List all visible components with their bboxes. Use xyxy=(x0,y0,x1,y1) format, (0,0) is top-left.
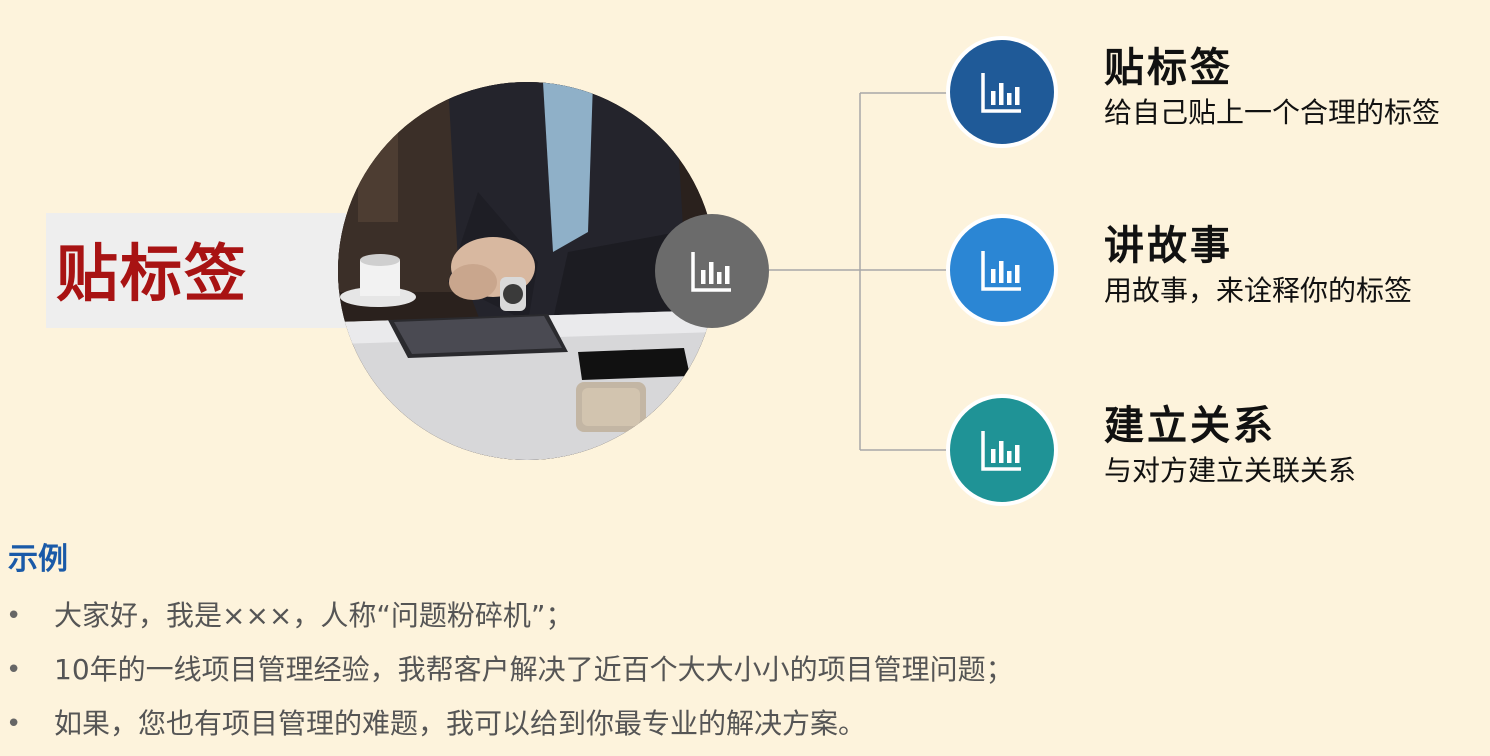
node-desc-2: 用故事，来诠释你的标签 xyxy=(1104,274,1413,307)
bullet-dot: • xyxy=(6,709,22,739)
bar-chart-icon xyxy=(981,431,1021,471)
node-circle-3 xyxy=(946,394,1058,506)
bar-chart-icon xyxy=(691,252,731,292)
list-item: • 大家好，我是×××，人称“问题粉碎机”； xyxy=(0,594,1490,648)
list-item-text: 如果，您也有项目管理的难题，我可以给到你最专业的解决方案。 xyxy=(54,707,867,740)
bar-chart-icon xyxy=(981,251,1021,291)
bullet-dot: • xyxy=(6,601,22,631)
main-label: 贴标签 xyxy=(56,237,249,310)
list-item-text: 大家好，我是×××，人称“问题粉碎机”； xyxy=(54,599,574,632)
node-circle-2 xyxy=(946,214,1058,326)
bar-chart-icon xyxy=(981,73,1021,113)
bullet-dot: • xyxy=(6,655,22,685)
node-title-2: 讲故事 xyxy=(1104,223,1233,269)
list-item: • 10年的一线项目管理经验，我帮客户解决了近百个大大小小的项目管理问题； xyxy=(0,648,1490,702)
list-item-text: 10年的一线项目管理经验，我帮客户解决了近百个大大小小的项目管理问题； xyxy=(54,653,1014,686)
node-title-1: 贴标签 xyxy=(1104,45,1233,91)
node-circle-1 xyxy=(946,36,1058,148)
hub-circle xyxy=(655,214,769,328)
business-photo xyxy=(338,82,716,460)
node-title-3: 建立关系 xyxy=(1104,403,1276,449)
node-desc-1: 给自己贴上一个合理的标签 xyxy=(1104,96,1441,129)
list-item: • 如果，您也有项目管理的难题，我可以给到你最专业的解决方案。 xyxy=(0,702,1490,756)
node-desc-3: 与对方建立关联关系 xyxy=(1104,454,1357,487)
main-label-background xyxy=(46,213,346,328)
photo-illustration xyxy=(338,82,716,460)
example-list: • 大家好，我是×××，人称“问题粉碎机”； • 10年的一线项目管理经验，我帮… xyxy=(0,594,1490,756)
example-heading: 示例 xyxy=(8,542,68,577)
